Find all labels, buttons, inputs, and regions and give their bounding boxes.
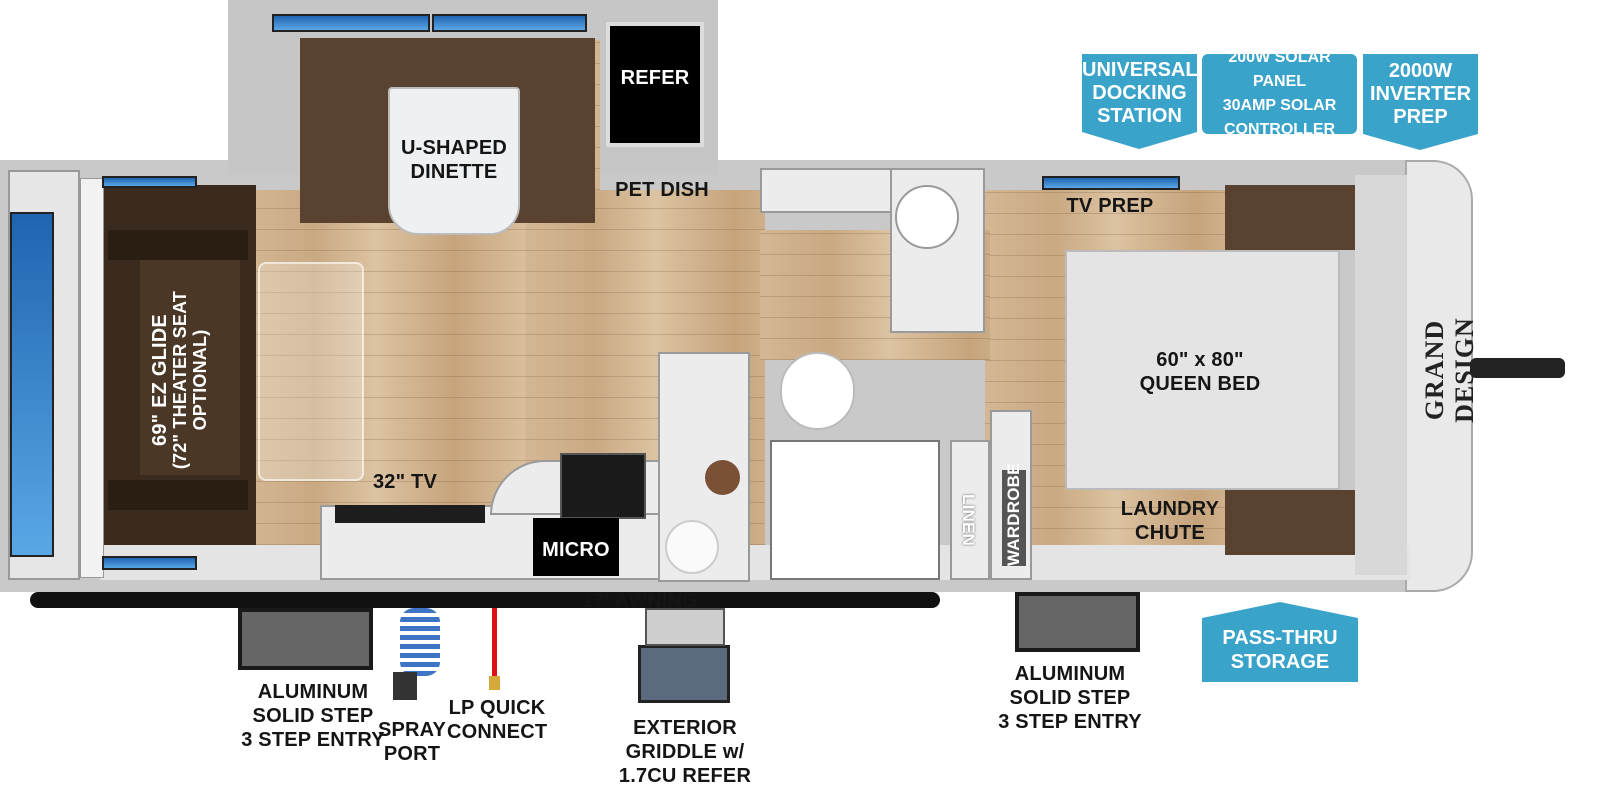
sofa-seat [140, 260, 240, 475]
tv-unit [335, 505, 485, 523]
tv-label: 32" TV [372, 471, 438, 493]
lp-line-2: CONNECT [447, 721, 548, 743]
microwave [533, 518, 619, 576]
bath-sink [895, 185, 959, 249]
sofa-cup-holder-top [108, 230, 248, 260]
rear-cabinet [80, 178, 104, 578]
bottom-floor-strip [100, 545, 1410, 580]
slide-window-right [432, 14, 587, 32]
slide-window-left [272, 14, 430, 32]
badge-solar: 200W SOLAR PANEL 30AMP SOLAR CONTROLLER [1202, 49, 1357, 138]
bed-line-1: 60" x 80" [1156, 349, 1244, 371]
bedroom-window [1042, 176, 1180, 190]
step-left-label: ALUMINUM SOLID STEP 3 STEP ENTRY [238, 680, 388, 752]
hitch [1470, 358, 1565, 378]
griddle-line-3: 1.7CU REFER [618, 765, 752, 787]
griddle-box [638, 645, 730, 703]
sofa-line-2: (72" THEATER SEAT [170, 290, 190, 470]
queen-bed [1065, 250, 1340, 490]
griddle-label: EXTERIOR GRIDDLE w/ 1.7CU REFER [615, 716, 755, 788]
bed-label: 60" x 80" QUEEN BED [1110, 348, 1290, 396]
badge-inverter-point [1363, 134, 1478, 150]
bed-cabinet-bottom [1225, 490, 1360, 555]
badge-inverter: 2000W INVERTER PREP [1363, 54, 1478, 134]
griddle-line-1: EXTERIOR [633, 717, 737, 739]
refer-label: REFER [620, 67, 690, 89]
badge-pass-thru-point [1202, 602, 1358, 618]
step-right-line-2: SOLID STEP [1009, 687, 1131, 709]
solar-line-3: CONTROLLER [1223, 121, 1336, 138]
inverter-line-1: 2000W [1388, 59, 1453, 82]
lp-fitting [489, 676, 500, 690]
solar-line-2: 30AMP SOLAR [1222, 97, 1337, 114]
spray-nozzle [393, 672, 417, 700]
pass-thru-line-2: STORAGE [1230, 651, 1330, 673]
refer-box [606, 22, 704, 147]
lp-line-1: LP QUICK [448, 697, 546, 719]
sofa-label: 69" EZ GLIDE (72" THEATER SEAT OPTIONAL) [149, 280, 210, 480]
pet-dish-label: PET DISH [615, 179, 709, 201]
docking-line-1: UNIVERSAL [1082, 58, 1198, 81]
kitchen-sink [665, 520, 719, 574]
bed-cabinet-top [1225, 185, 1360, 250]
front-cap [1405, 160, 1473, 592]
inverter-line-3: PREP [1393, 105, 1448, 128]
step-right-graphic [1015, 592, 1140, 652]
docking-line-3: STATION [1097, 104, 1182, 127]
step-left-line-3: 3 STEP ENTRY [241, 729, 385, 751]
linen-label: LINEN [959, 494, 978, 546]
stool-bowl [705, 460, 740, 495]
solar-line-1: 200W SOLAR PANEL [1228, 49, 1331, 90]
dinette-line-2: DINETTE [410, 161, 498, 183]
tv-prep-label: TV PREP [1066, 195, 1154, 217]
awning-label: 17' AWNING [581, 590, 699, 612]
dinette-label: U-SHAPED DINETTE [388, 136, 520, 184]
rear-window [10, 212, 54, 557]
shower [770, 440, 940, 580]
badge-universal-docking: UNIVERSAL DOCKING STATION [1082, 54, 1197, 132]
brand-logo: GRAND DESIGN [1420, 317, 1479, 423]
laundry-label: LAUNDRY CHUTE [1110, 497, 1230, 545]
wardrobe-label: WARDROBE [1002, 463, 1026, 566]
spray-line-1: SPRAY [377, 719, 447, 741]
sofa-line-1: 69" EZ GLIDE [149, 314, 171, 446]
laundry-line-2: CHUTE [1135, 522, 1205, 544]
sofa-cup-holder-bottom [108, 480, 248, 510]
dinette-table [388, 87, 520, 235]
linen-cabinet [950, 440, 990, 580]
docking-line-2: DOCKING [1092, 81, 1187, 104]
pass-thru-line-1: PASS-THRU [1222, 627, 1338, 649]
window-rear-bottom [102, 556, 197, 570]
step-right-line-3: 3 STEP ENTRY [998, 711, 1142, 733]
sofa-line-3: OPTIONAL) [190, 329, 210, 431]
bed-line-2: QUEEN BED [1139, 373, 1261, 395]
griddle-lid [645, 608, 725, 646]
spray-line-2: PORT [383, 743, 441, 765]
dinette-line-1: U-SHAPED [400, 137, 508, 159]
inverter-line-2: INVERTER [1369, 82, 1472, 105]
step-right-label: ALUMINUM SOLID STEP 3 STEP ENTRY [995, 662, 1145, 734]
lp-line [492, 608, 497, 678]
cooktop [560, 453, 646, 519]
awning-bar [30, 592, 940, 608]
badge-universal-docking-point [1082, 132, 1197, 149]
toilet [780, 352, 855, 430]
laundry-line-1: LAUNDRY [1120, 498, 1220, 520]
step-left-line-1: ALUMINUM [257, 681, 369, 703]
spray-hose [400, 608, 440, 676]
step-right-line-1: ALUMINUM [1014, 663, 1126, 685]
spray-port-label: SPRAY PORT [372, 718, 452, 766]
window-rear-top [102, 176, 197, 188]
step-left-line-2: SOLID STEP [252, 705, 374, 727]
rug [258, 262, 364, 481]
lp-quick-label: LP QUICK CONNECT [447, 696, 547, 744]
micro-label: MICRO [542, 539, 610, 561]
badge-pass-thru: PASS-THRU STORAGE [1202, 618, 1358, 682]
griddle-line-2: GRIDDLE w/ [625, 741, 745, 763]
step-left-graphic [238, 608, 373, 670]
nightstand-column [1355, 175, 1407, 575]
